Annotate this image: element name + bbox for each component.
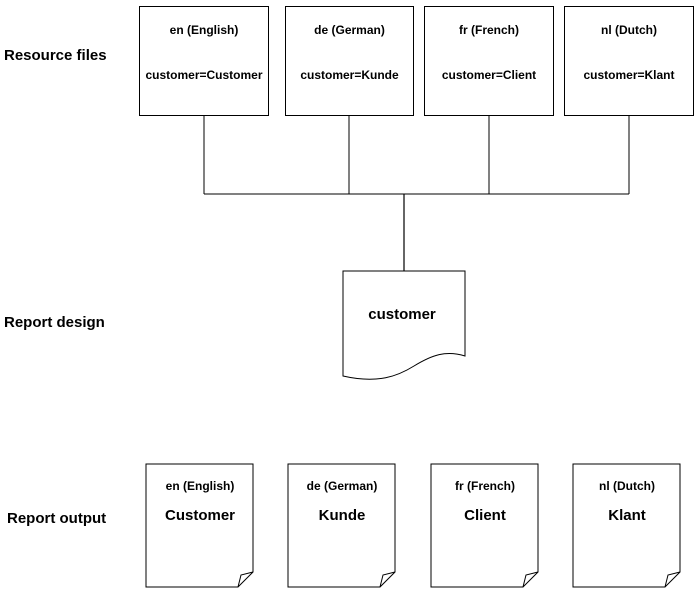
output-page-value: Klant [608, 507, 646, 524]
output-page-lang: fr (French) [455, 479, 515, 493]
output-page-fr: fr (French) Client [431, 464, 539, 588]
resource-file-entry: customer=Client [441, 68, 537, 82]
report-design-label: Report design [4, 314, 105, 331]
resource-file-de: de (German) customer=Kunde [285, 6, 414, 116]
output-page-value: Client [464, 507, 506, 524]
report-output-label: Report output [7, 510, 107, 527]
output-page-value: Customer [164, 507, 235, 524]
output-page-nl-shape [572, 463, 681, 588]
resource-file-entry: customer=Kunde [300, 68, 399, 82]
report-design-document-shape [342, 270, 466, 380]
output-page-lang: de (German) [306, 479, 378, 493]
resource-file-lang: fr (French) [459, 23, 519, 37]
output-page-lang: en (English) [165, 479, 235, 493]
output-page-en: en (English) Customer [146, 464, 254, 588]
output-page-de-shape [287, 463, 396, 588]
resource-file-lang: en (English) [169, 23, 239, 37]
resource-files-label: Resource files [4, 47, 107, 64]
resource-file-fr: fr (French) customer=Client [424, 6, 554, 116]
output-page-fr-shape [430, 463, 539, 588]
resource-file-lang: nl (Dutch) [601, 23, 657, 37]
output-page-value: Kunde [318, 507, 366, 524]
output-page-de: de (German) Kunde [288, 464, 396, 588]
resource-file-nl: nl (Dutch) customer=Klant [564, 6, 694, 116]
resource-file-lang: de (German) [314, 23, 385, 37]
output-page-nl: nl (Dutch) Klant [573, 464, 681, 588]
output-page-lang: nl (Dutch) [599, 479, 655, 493]
output-page-en-shape [145, 463, 254, 588]
resource-file-entry: customer=Klant [583, 68, 675, 82]
report-design-field: customer [368, 306, 436, 323]
resource-file-entry: customer=Customer [145, 68, 263, 82]
resource-file-en: en (English) customer=Customer [139, 6, 269, 116]
